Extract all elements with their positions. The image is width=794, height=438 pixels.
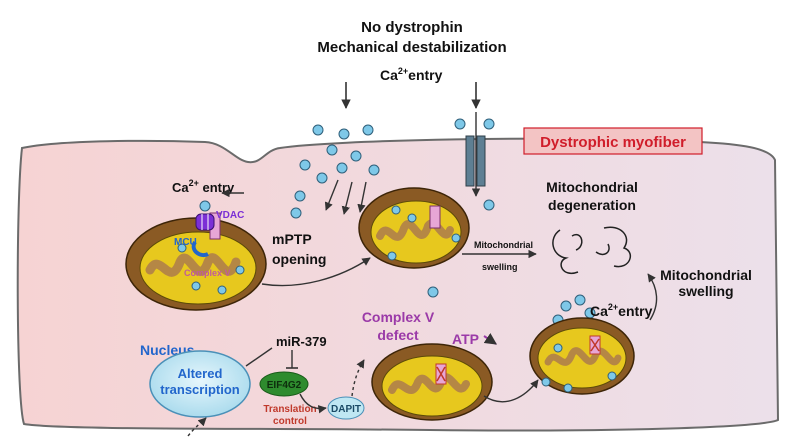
bottom-mitochondrion [371, 343, 493, 421]
degeneration-line-1: Mitochondrial [546, 179, 638, 195]
myofiber-label-text: Dystrophic myofiber [540, 134, 686, 151]
vdac-label: VDAC [216, 210, 244, 221]
arrow-mptp [261, 257, 371, 287]
mir-label: miR-379 [276, 334, 327, 349]
header-line-2: Mechanical destabilization [317, 39, 506, 56]
eif4g2-label: EIF4G2 [267, 380, 302, 391]
nucleus-text-2: transcription [160, 382, 240, 397]
center-swelling-label-2: swelling [482, 262, 518, 272]
right-mitochondrion [529, 317, 635, 395]
atp-down-arrow [483, 333, 497, 345]
right-swelling-line-2: swelling [678, 283, 733, 299]
dapit-label: DAPIT [331, 404, 361, 415]
complex-v-defect-line-2: defect [377, 327, 419, 343]
calcium-ions [199, 118, 596, 326]
mptp-line-1: mPTP [272, 231, 312, 247]
degenerated-mitochondrion [552, 226, 632, 275]
arrow-eif-dapit [299, 393, 327, 414]
arrow-dapit-defect [351, 359, 365, 397]
atp-label: ATP [452, 331, 479, 347]
translation-line-1: Translation [263, 404, 316, 415]
complex-v-label: Complex V [184, 268, 231, 278]
translation-line-2: control [273, 416, 307, 427]
header-line-1: No dystrophin [361, 19, 463, 36]
degeneration-line-2: degeneration [548, 197, 636, 213]
nucleus-text-1: Altered [178, 366, 223, 381]
ca-influx-arrows [324, 179, 367, 215]
center-mitochondrion [358, 187, 470, 269]
right-swelling-line-1: Mitochondrial [660, 267, 752, 283]
eif4g2-node [259, 371, 309, 397]
arrow-into-nucleus [187, 417, 207, 437]
myofiber-label: Dystrophic myofiber [523, 127, 703, 155]
complex-v-defect-line-1: Complex V [362, 309, 435, 325]
mcu-label: MCU [174, 237, 197, 248]
arrow-bottom-to-right [483, 379, 539, 403]
nucleus-to-mir [245, 347, 273, 367]
center-swelling-label-1: Mitochondrial [474, 240, 533, 250]
mptp-line-2: opening [272, 251, 326, 267]
dapit-node [327, 396, 365, 420]
right-ca-entry: Ca2+entry [590, 302, 653, 319]
calcium-channel [465, 135, 486, 187]
header-ca-entry: Ca2+entry [380, 66, 443, 83]
nucleus [149, 350, 251, 418]
arrow-right-swelling [647, 273, 658, 321]
vdac-channel [195, 213, 215, 231]
